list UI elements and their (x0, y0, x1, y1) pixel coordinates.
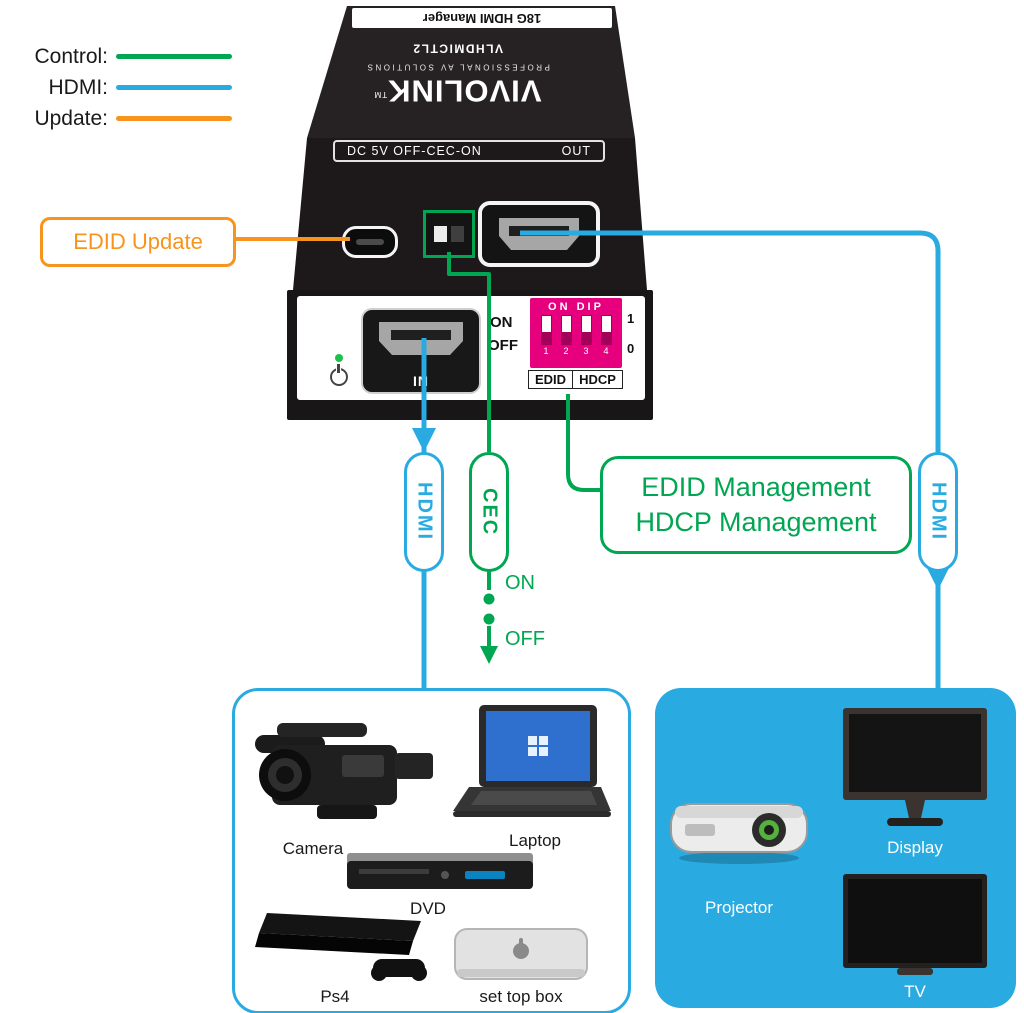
cec-switch-slot (451, 226, 464, 242)
display-image (841, 706, 989, 839)
arrow-down-left-icon (412, 428, 436, 452)
projector-image (665, 786, 813, 879)
cec-switch-knob (434, 226, 447, 242)
legend-hdmi-label: HDMI: (48, 76, 109, 99)
device-front-panel: IN ON OFF ON DIP 1 2 3 (287, 290, 653, 420)
port-labels-strip: DC 5V OFF-CEC-ON OUT (333, 140, 605, 162)
hdmi-out-port (477, 200, 601, 268)
dip-on-label: ON (490, 314, 513, 331)
arrow-down-cec-icon (480, 646, 498, 664)
dip-off-label: OFF (488, 337, 518, 354)
cec-switch (423, 210, 475, 258)
cec-capsule: CEC (469, 452, 509, 572)
control-line-swatch (116, 54, 232, 59)
brand-tagline: PROFESSIONAL AV SOLUTIONS (365, 63, 550, 72)
dip-switch-1 (540, 315, 552, 345)
ps4-image (253, 907, 438, 992)
projector-label: Projector (704, 898, 774, 917)
model-number: VLHDMICTL2 (412, 42, 503, 56)
dip-side-off: 0 (627, 341, 635, 356)
dip-numbers: 1 2 3 4 (543, 346, 609, 356)
cec-on-dot (483, 593, 495, 605)
dip-header: ON DIP (548, 301, 604, 313)
device-port-face: DC 5V OFF-CEC-ON OUT (293, 138, 647, 290)
in-port-label: IN (413, 373, 429, 389)
usb-c-slot (356, 239, 384, 245)
dip-side-on: 1 (627, 311, 635, 326)
update-line-swatch (116, 116, 232, 121)
device-top-label-strip: 18G HDMI Manager (352, 8, 612, 28)
trademark: TM (373, 89, 388, 99)
power-icon (330, 364, 348, 386)
cec-on-text: ON (505, 572, 535, 594)
hdmi-line-swatch (116, 85, 232, 90)
cec-off-text: OFF (505, 628, 545, 650)
hdmi-capsule-left: HDMI (404, 452, 444, 572)
hdmi-capsule-right: HDMI (918, 452, 958, 572)
laptop-label: Laptop (509, 831, 561, 850)
legend-control-label: Control: (34, 45, 108, 68)
tv-label: TV (904, 982, 926, 1001)
camera-image (247, 715, 442, 838)
front-panel: IN ON OFF ON DIP 1 2 3 (297, 296, 645, 400)
dip-switch-3 (580, 315, 592, 345)
usb-c-port (342, 226, 398, 258)
set-top-box-image (451, 917, 591, 992)
laptop-image (451, 703, 611, 833)
source-devices-box: Camera Laptop (232, 688, 631, 1013)
hdmi-manager-device: 18G HDMI Manager VIVOLINKTM PROFESSIONAL… (285, 6, 655, 420)
edid-hdcp-labels: EDID HDCP (528, 370, 623, 389)
camera-label: Camera (282, 839, 344, 858)
dvd-image (345, 847, 535, 900)
power-led (335, 354, 343, 362)
dip-switch-2 (560, 315, 572, 345)
tv-image (841, 872, 989, 982)
dvd-label: DVD (410, 899, 446, 918)
brand-block: VIVOLINKTM PROFESSIONAL AV SOLUTIONS VLH… (325, 42, 590, 109)
display-label: Display (887, 838, 943, 857)
out-port-label: OUT (561, 144, 591, 158)
legend-update-label: Update: (34, 107, 108, 130)
dip-switch-4 (600, 315, 612, 345)
device-top-label: 18G HDMI Manager (422, 11, 542, 26)
set-top-box-label: set top box (479, 987, 563, 1006)
dip-switches (530, 315, 622, 345)
cec-off-dot (483, 613, 495, 625)
brand-logo: VIVOLINKTM (373, 73, 542, 109)
edid-label: EDID (535, 372, 567, 387)
hdmi-in-port: IN (361, 308, 481, 394)
management-callout: EDID Management HDCP Management (600, 456, 912, 554)
display-devices-box: Projector Display TV (655, 688, 1016, 1008)
device-top-face: 18G HDMI Manager VIVOLINKTM PROFESSIONAL… (307, 6, 635, 138)
hdcp-label: HDCP (572, 371, 622, 388)
ps4-label: Ps4 (320, 987, 350, 1006)
dip-switch-block: ON DIP 1 2 3 4 (530, 298, 622, 368)
edid-update-callout: EDID Update (40, 217, 236, 267)
dc-cec-label: DC 5V OFF-CEC-ON (347, 144, 482, 158)
